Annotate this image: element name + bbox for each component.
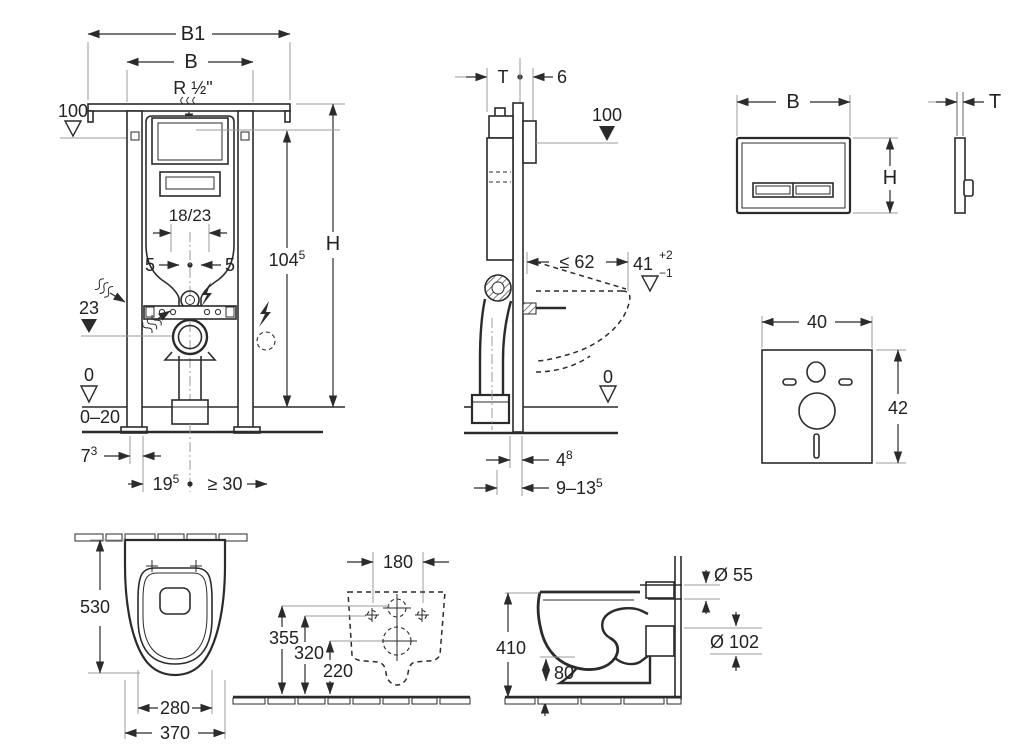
floor-tiles-center — [232, 697, 471, 705]
dim-104-label: 1045 — [269, 248, 306, 270]
dim-73-label: 73 — [81, 444, 98, 466]
level-220-label: 220 — [323, 661, 353, 681]
trap-offset-label: 80 — [554, 663, 574, 683]
mount-footprint-outline — [347, 591, 446, 686]
pad-hole-top — [806, 361, 826, 383]
water-supply-label: R ½" — [173, 78, 212, 98]
pad-height-label: 42 — [888, 398, 908, 418]
plate-height-label: H — [883, 167, 897, 189]
pad-hole-outlet — [798, 392, 836, 430]
frame-front-view: B1 B R ½" 100 18/23 5 5 — [58, 23, 345, 494]
pad-body — [761, 349, 873, 464]
bowl-profile — [536, 581, 682, 685]
flush-plate-side — [954, 137, 966, 214]
bowl-length-label: 530 — [80, 597, 110, 617]
dim-le62-label: ≤ 62 — [560, 252, 595, 272]
dim-5-left-label: 5 — [145, 255, 155, 275]
bowl-height-label: 410 — [496, 638, 526, 658]
level-320-label: 320 — [294, 643, 324, 663]
level-355-label: 355 — [269, 628, 299, 648]
outlet-bend — [171, 318, 209, 356]
floor-level-marker-side — [598, 385, 618, 404]
dim-48-label: 48 — [556, 448, 573, 470]
lightning-icon — [201, 282, 212, 307]
pad-width-label: 40 — [807, 312, 827, 332]
cistern-side — [486, 137, 514, 261]
flush-pipe-dia-label: Ø 55 — [714, 565, 753, 585]
dim-h-label: H — [326, 233, 340, 255]
outlet-sleeve-side — [470, 393, 511, 425]
dim-5-right-label: 5 — [225, 255, 235, 275]
fill-valve-side — [488, 115, 514, 139]
outlet-dia-label: Ø 102 — [710, 632, 759, 652]
outlet-sleeve — [171, 399, 209, 425]
seat-level-marker — [640, 275, 660, 293]
dim-195-label: 195 — [153, 472, 180, 494]
floor-tiles-right — [504, 697, 682, 705]
floor-level-marker — [79, 385, 99, 404]
mount-holes — [365, 594, 429, 661]
fixing-cross-marks — [146, 560, 202, 572]
level-100-side-label: 100 — [592, 105, 622, 125]
wall-bracket — [522, 120, 537, 164]
wall-tiles — [74, 533, 248, 542]
bowl-width-label: 370 — [160, 723, 190, 743]
dim-41-label: 41 — [633, 254, 653, 274]
plate-width-label: B — [786, 91, 799, 113]
wc-bowl-top-view: 530 280 370 — [74, 533, 248, 743]
lightning-icon-option — [259, 301, 271, 327]
frame-rail-left — [126, 110, 143, 433]
level-100-label: 100 — [58, 101, 88, 121]
floor-zero-label: 0 — [84, 365, 94, 385]
dim-t-label: T — [498, 67, 509, 87]
flush-plate — [735, 136, 852, 215]
level-23-label: 23 — [79, 298, 99, 318]
dim-ge30-label: ≥ 30 — [208, 474, 243, 494]
frame-rail-right — [237, 110, 254, 433]
plate-button-side — [963, 179, 974, 197]
flush-ledge — [159, 587, 191, 615]
hole-spacing-label: 180 — [383, 552, 413, 572]
rail-profile — [512, 102, 524, 433]
wc-bowl-side-view: 410 80 Ø 55 Ø 102 — [496, 556, 762, 716]
sound-insulation-pad: 40 42 — [761, 312, 908, 464]
plate-thickness-label: T — [989, 91, 1001, 113]
frame-side-view: T 6 100 ≤ 62 41 +2 −1 0 48 9–135 — [455, 58, 673, 498]
dim-6-label: 6 — [557, 67, 567, 87]
dim-9135-label: 9–135 — [556, 476, 603, 498]
electrical-connection-mark — [256, 331, 276, 351]
level-marker-open — [63, 120, 83, 138]
wc-dashed-outline — [535, 261, 631, 373]
floor-range-label: 0–20 — [80, 407, 120, 427]
level-marker-filled — [81, 319, 97, 333]
heat-squiggle-icon-upper — [94, 278, 114, 298]
mounting-plan-view: 180 355 320 220 — [232, 552, 471, 705]
dim-41-minus: −1 — [659, 266, 673, 280]
mounting-crossbar — [143, 305, 237, 320]
flush-plate-side-view: T — [928, 91, 1001, 214]
wall-rail — [87, 103, 291, 112]
seat-width-label: 280 — [160, 698, 190, 718]
dim-b1-label: B1 — [181, 23, 205, 45]
flush-plate-front-view: B H — [735, 91, 898, 215]
dim-b-label: B — [184, 51, 197, 73]
dim-41-plus: +2 — [659, 248, 673, 262]
seat-opening — [137, 567, 213, 665]
floor-zero-side-label: 0 — [603, 367, 613, 387]
dim-1823-label: 18/23 — [169, 206, 212, 225]
level-marker-filled-side — [599, 126, 615, 141]
